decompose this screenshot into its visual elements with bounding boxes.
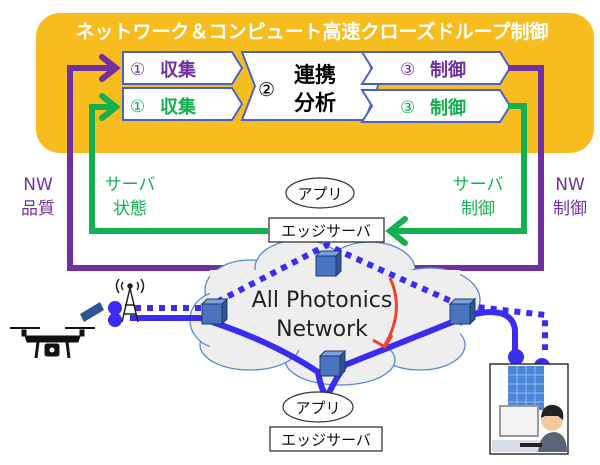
server-state-label-1: サーバ bbox=[105, 175, 156, 195]
node-cube-right bbox=[448, 297, 477, 326]
nw-control-line bbox=[378, 65, 544, 271]
server-state-label-2: 状態 bbox=[113, 199, 147, 219]
control-server-label: 制御 bbox=[430, 97, 466, 119]
link-node-tower-top bbox=[108, 301, 122, 315]
nw-quality-arrowhead bbox=[99, 54, 121, 82]
collect-server-label: 収集 bbox=[160, 96, 197, 118]
analyze-line1: 連携 bbox=[294, 63, 336, 87]
nw-control-label-2: 制御 bbox=[553, 199, 587, 219]
node-cube-top bbox=[314, 249, 343, 278]
nw-quality-label-2: 品質 bbox=[21, 199, 55, 219]
control-server-num: ③ bbox=[400, 98, 415, 118]
collect-server-box bbox=[122, 87, 244, 121]
bottom-app-bubble bbox=[282, 391, 354, 423]
panel-title: ネットワーク＆コンピュート高速クローズドループ制御 bbox=[76, 20, 549, 43]
collect-nw-num: ① bbox=[130, 60, 145, 80]
drone-icon bbox=[10, 327, 95, 359]
top-app-label: アプリ bbox=[297, 185, 342, 203]
link-node-tower-bottom bbox=[108, 313, 122, 327]
server-control-label-1: サーバ bbox=[453, 175, 504, 195]
network-label-2: Network bbox=[276, 317, 368, 342]
top-edge-server-box bbox=[268, 217, 385, 243]
bottom-edge-server-label: エッジサーバ bbox=[281, 431, 371, 449]
network-label-1: All Photonics bbox=[252, 288, 393, 313]
collect-server-num: ① bbox=[130, 97, 145, 117]
top-app-bubble bbox=[285, 177, 355, 209]
collect-nw-label: 収集 bbox=[160, 59, 197, 81]
server-state-line bbox=[89, 104, 268, 234]
satellite-dish-icon bbox=[80, 302, 104, 322]
bottom-edge-server-box bbox=[269, 426, 383, 452]
datacenter-operator-icon bbox=[489, 363, 569, 455]
nw-quality-label-1: NW bbox=[23, 175, 53, 195]
nw-control-label-1: NW bbox=[555, 175, 585, 195]
link-node-dc-left bbox=[508, 349, 524, 365]
control-nw-box bbox=[360, 51, 512, 85]
server-control-arrowhead bbox=[385, 216, 408, 246]
server-control-label-2: 制御 bbox=[461, 199, 495, 219]
collect-nw-box bbox=[122, 51, 244, 85]
analyze-num: ② bbox=[258, 79, 275, 101]
server-control-line bbox=[390, 103, 527, 234]
control-server-box bbox=[360, 89, 512, 123]
analyze-line2: 分析 bbox=[294, 91, 336, 115]
server-state-arrowhead bbox=[99, 93, 121, 121]
control-nw-num: ③ bbox=[400, 60, 415, 80]
top-edge-server-label: エッジサーバ bbox=[281, 222, 371, 240]
nw-quality-line bbox=[67, 65, 310, 271]
control-nw-label: 制御 bbox=[430, 59, 466, 81]
dotted-link-upper bbox=[135, 241, 548, 350]
reroute-arrowhead bbox=[372, 334, 394, 350]
node-cube-left bbox=[200, 297, 229, 326]
node-cube-bottom bbox=[318, 349, 347, 378]
bottom-app-label: アプリ bbox=[295, 399, 340, 417]
antenna-tower-icon bbox=[115, 278, 145, 323]
